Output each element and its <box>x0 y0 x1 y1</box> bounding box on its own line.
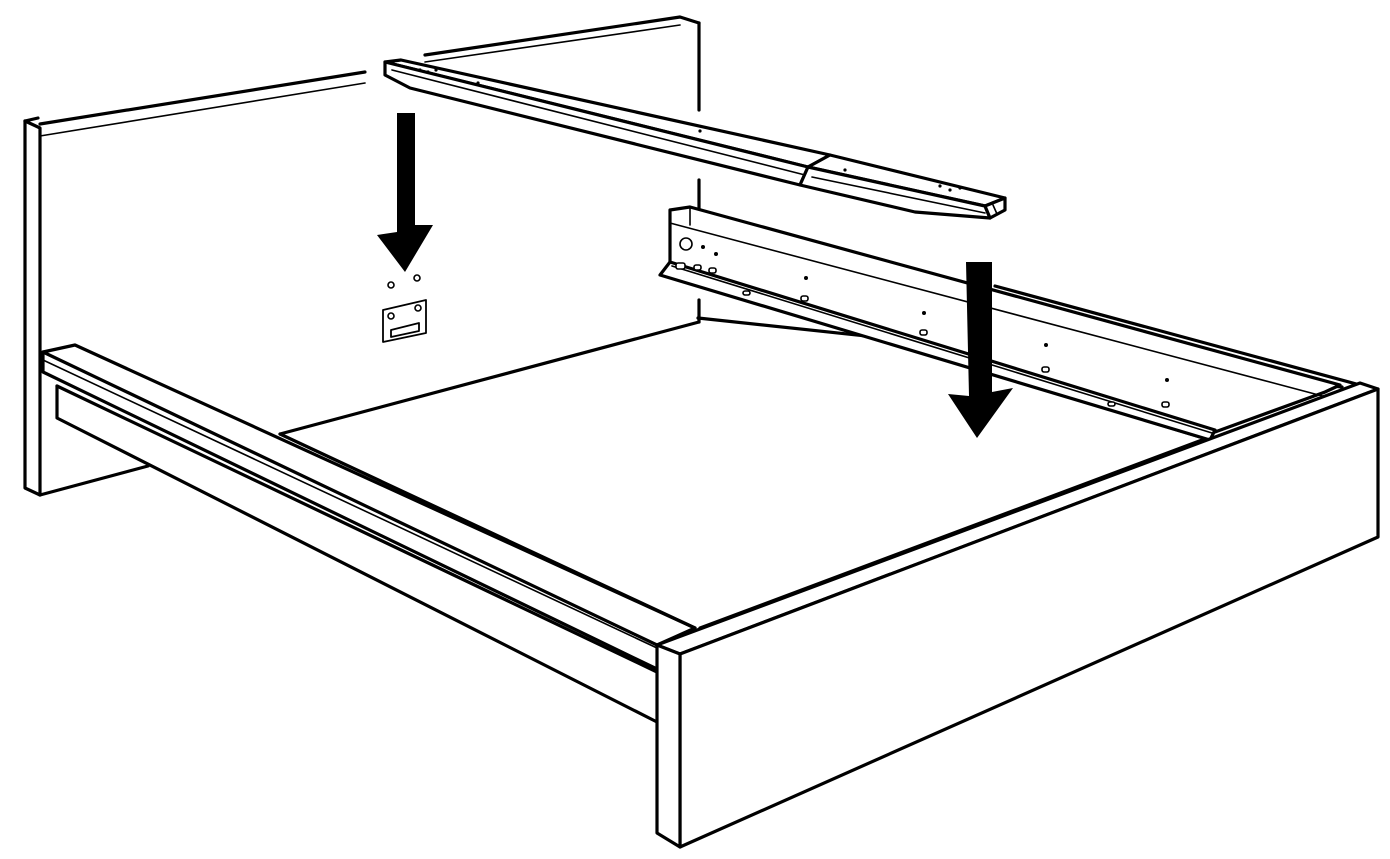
arrow-down-left <box>377 113 433 272</box>
side-rail-left <box>41 343 697 724</box>
screw-hole-right <box>413 274 421 282</box>
footboard <box>655 381 1380 849</box>
center-beam <box>383 58 1007 220</box>
frame-inner-edge <box>278 432 697 630</box>
center-beam-bracket <box>382 274 427 343</box>
metal-rail <box>658 205 1342 442</box>
screw-hole-left <box>387 281 395 289</box>
arrow-down-right <box>948 262 1013 438</box>
headboard <box>23 15 701 497</box>
